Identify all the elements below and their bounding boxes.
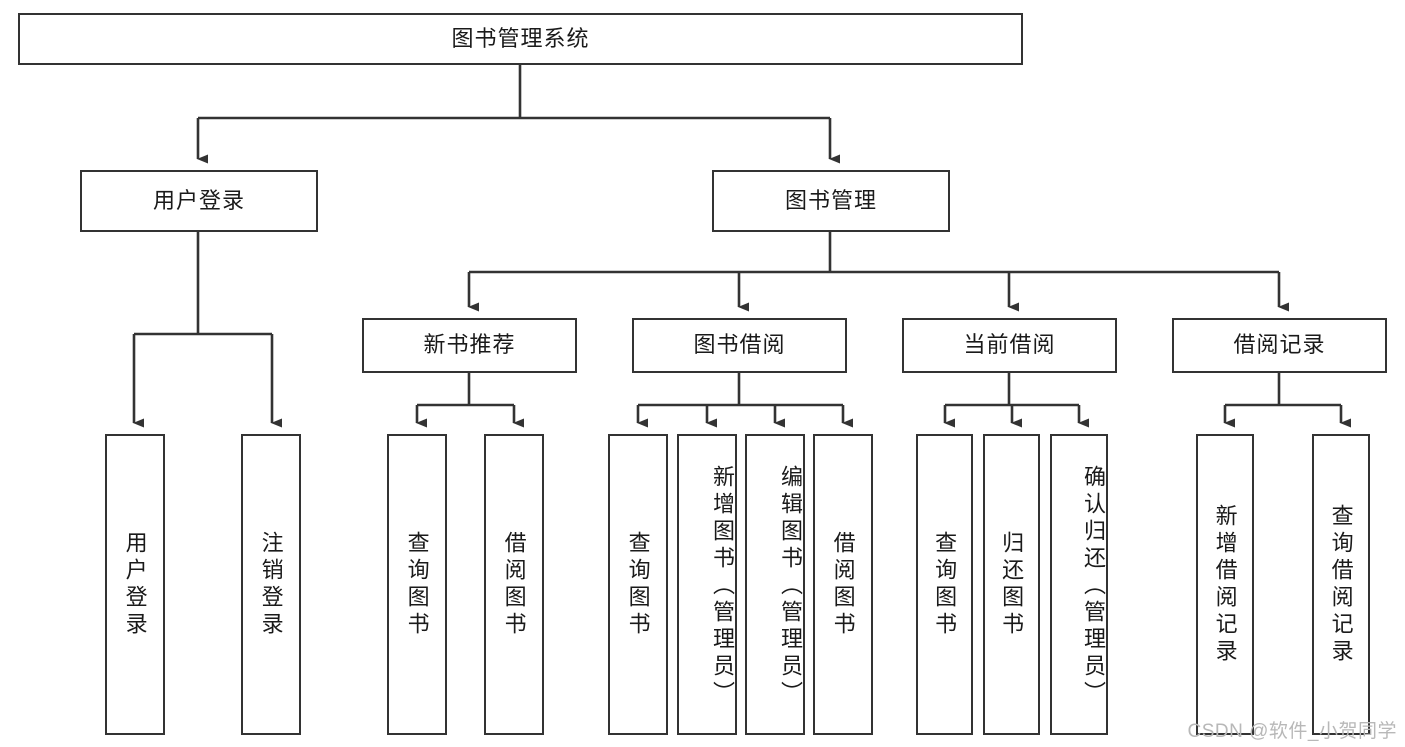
node-leaf-add-record[interactable]: 新增借阅记录 — [1196, 434, 1254, 735]
node-borrow-record[interactable]: 借阅记录 — [1172, 318, 1387, 373]
node-leaf-query-book-3[interactable]: 查询图书 — [916, 434, 973, 735]
node-leaf-query-record[interactable]: 查询借阅记录 — [1312, 434, 1370, 735]
node-leaf-edit-book[interactable]: 编辑图书（管理员） — [745, 434, 805, 735]
node-leaf-query-book-2[interactable]: 查询图书 — [608, 434, 668, 735]
node-current-borrow[interactable]: 当前借阅 — [902, 318, 1117, 373]
node-leaf-user-logout[interactable]: 注销登录 — [241, 434, 301, 735]
watermark-text: CSDN @软件_小贺同学 — [1187, 721, 1397, 742]
node-leaf-query-book-1[interactable]: 查询图书 — [387, 434, 447, 735]
node-new-book-recommend[interactable]: 新书推荐 — [362, 318, 577, 373]
node-leaf-confirm-return[interactable]: 确认归还（管理员） — [1050, 434, 1108, 735]
node-leaf-user-login[interactable]: 用户登录 — [105, 434, 165, 735]
node-leaf-borrow-book-2[interactable]: 借阅图书 — [813, 434, 873, 735]
node-leaf-borrow-book-1[interactable]: 借阅图书 — [484, 434, 544, 735]
node-root-system[interactable]: 图书管理系统 — [18, 13, 1023, 65]
node-book-borrow[interactable]: 图书借阅 — [632, 318, 847, 373]
node-user-login[interactable]: 用户登录 — [80, 170, 318, 232]
node-leaf-return-book[interactable]: 归还图书 — [983, 434, 1040, 735]
node-book-manage[interactable]: 图书管理 — [712, 170, 950, 232]
node-leaf-add-book[interactable]: 新增图书（管理员） — [677, 434, 737, 735]
